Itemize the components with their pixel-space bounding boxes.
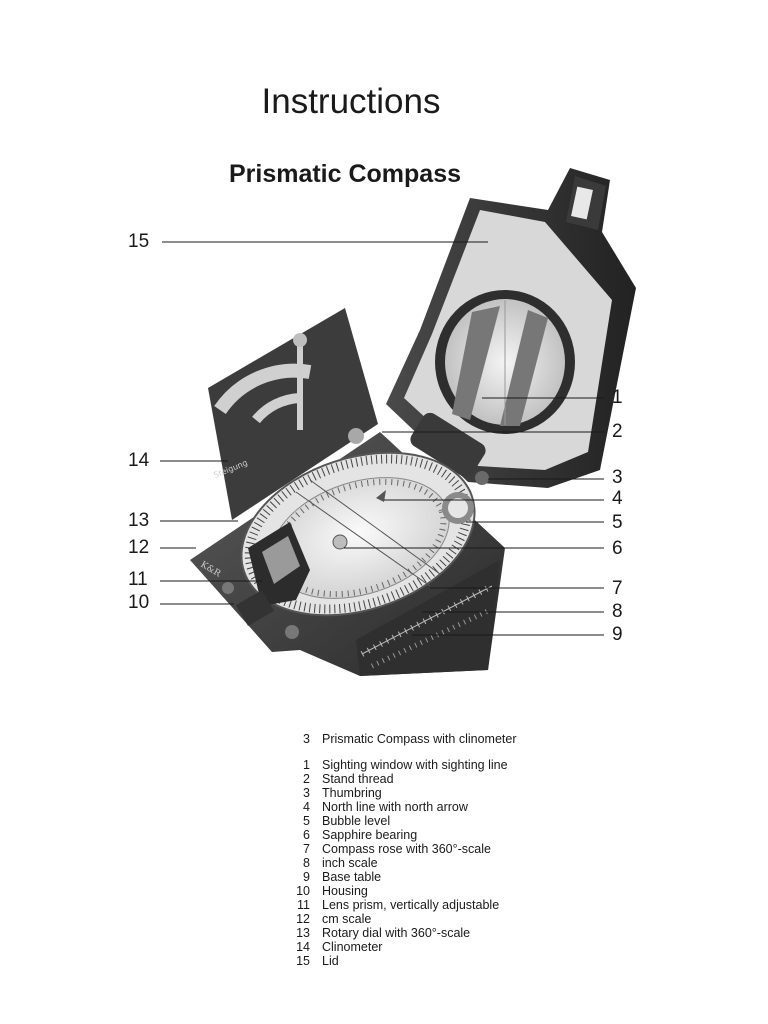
legend-item: 7 Compass rose with 360°-scale bbox=[290, 842, 517, 856]
legend-number: 9 bbox=[303, 870, 310, 884]
figure-caption: 3 Prismatic Compass with clinometer bbox=[290, 732, 517, 746]
callout-6: 6 bbox=[612, 538, 623, 559]
callout-3: 3 bbox=[612, 467, 623, 488]
callout-11: 11 bbox=[128, 569, 148, 590]
page-subtitle: Prismatic Compass bbox=[228, 160, 462, 188]
legend-number: 5 bbox=[303, 814, 310, 828]
legend-item: 6 Sapphire bearing bbox=[290, 828, 517, 842]
legend-number: 10 bbox=[296, 884, 310, 898]
legend-item: 10 Housing bbox=[290, 884, 517, 898]
lens-prism bbox=[236, 522, 310, 626]
legend-item: 12 cm scale bbox=[290, 912, 517, 926]
callout-12: 12 bbox=[128, 537, 150, 558]
legend-text: cm scale bbox=[322, 912, 372, 926]
callout-7: 7 bbox=[612, 578, 623, 599]
legend-number: 11 bbox=[297, 898, 310, 912]
legend-item: 2 Stand thread bbox=[290, 772, 517, 786]
legend-item: 9 Base table bbox=[290, 870, 517, 884]
legend-number: 12 bbox=[296, 912, 310, 926]
legend-text: Housing bbox=[322, 884, 368, 898]
legend-text: Compass rose with 360°-scale bbox=[322, 842, 491, 856]
hinge bbox=[410, 412, 489, 485]
legend-text: Sighting window with sighting line bbox=[322, 758, 508, 772]
legend-number: 13 bbox=[296, 926, 310, 940]
legend-text: Thumbring bbox=[322, 786, 382, 800]
callout-10: 10 bbox=[128, 592, 150, 613]
legend-text: Bubble level bbox=[322, 814, 391, 828]
legend-number: 8 bbox=[303, 856, 310, 870]
legend-text: Sapphire bearing bbox=[322, 828, 418, 842]
legend-item: 5 Bubble level bbox=[290, 814, 517, 828]
callout-4: 4 bbox=[612, 488, 623, 509]
legend-text: North line with north arrow bbox=[322, 800, 468, 814]
callout-15: 15 bbox=[128, 231, 150, 252]
callout-5: 5 bbox=[612, 512, 623, 533]
legend-number: 14 bbox=[296, 940, 310, 954]
legend-item: 11 Lens prism, vertically adjustable bbox=[290, 898, 517, 912]
legend-item: 4 North line with north arrow bbox=[290, 800, 517, 814]
legend-number: 3 bbox=[303, 786, 310, 800]
bubble-level bbox=[442, 492, 474, 524]
legend-number: 15 bbox=[296, 954, 310, 968]
legend-number: 4 bbox=[303, 800, 310, 814]
caption-number: 3 bbox=[303, 732, 310, 746]
callout-2: 2 bbox=[612, 421, 623, 442]
rotary-dial bbox=[240, 451, 476, 617]
legend-item: 8 inch scale bbox=[290, 856, 517, 870]
clinometer-panel: Steigung bbox=[208, 308, 378, 520]
legend-text: inch scale bbox=[322, 856, 378, 870]
legend-text: Clinometer bbox=[322, 940, 383, 954]
callout-14: 14 bbox=[128, 450, 150, 471]
callout-8: 8 bbox=[612, 601, 623, 622]
legend-item: 1 Sighting window with sighting line bbox=[290, 758, 517, 772]
legend-number: 1 bbox=[303, 758, 310, 772]
legend-text: Lid bbox=[322, 954, 339, 968]
callout-lines-right bbox=[344, 397, 604, 636]
legend-text: Lens prism, vertically adjustable bbox=[322, 898, 500, 912]
north-arrow-icon bbox=[376, 490, 386, 502]
legend-number: 2 bbox=[303, 772, 310, 786]
caption-text: Prismatic Compass with clinometer bbox=[322, 732, 517, 746]
legend-item: 13 Rotary dial with 360°-scale bbox=[290, 926, 517, 940]
callout-1: 1 bbox=[612, 387, 623, 408]
legend-text: Stand thread bbox=[322, 772, 394, 786]
page-title: Instructions bbox=[261, 82, 441, 121]
callout-9: 9 bbox=[612, 624, 623, 645]
callout-13: 13 bbox=[128, 510, 150, 531]
legend-number: 6 bbox=[303, 828, 310, 842]
legend-item: 15 Lid bbox=[290, 954, 517, 968]
callout-lines-left bbox=[160, 241, 488, 605]
legend-item: 3 Thumbring bbox=[290, 786, 517, 800]
legend-text: Base table bbox=[322, 870, 382, 884]
legend-text: Rotary dial with 360°-scale bbox=[322, 926, 471, 940]
legend-number: 7 bbox=[303, 842, 310, 856]
parts-legend: 3 Prismatic Compass with clinometer 1 Sig… bbox=[290, 732, 517, 968]
legend-item: 14 Clinometer bbox=[290, 940, 517, 954]
